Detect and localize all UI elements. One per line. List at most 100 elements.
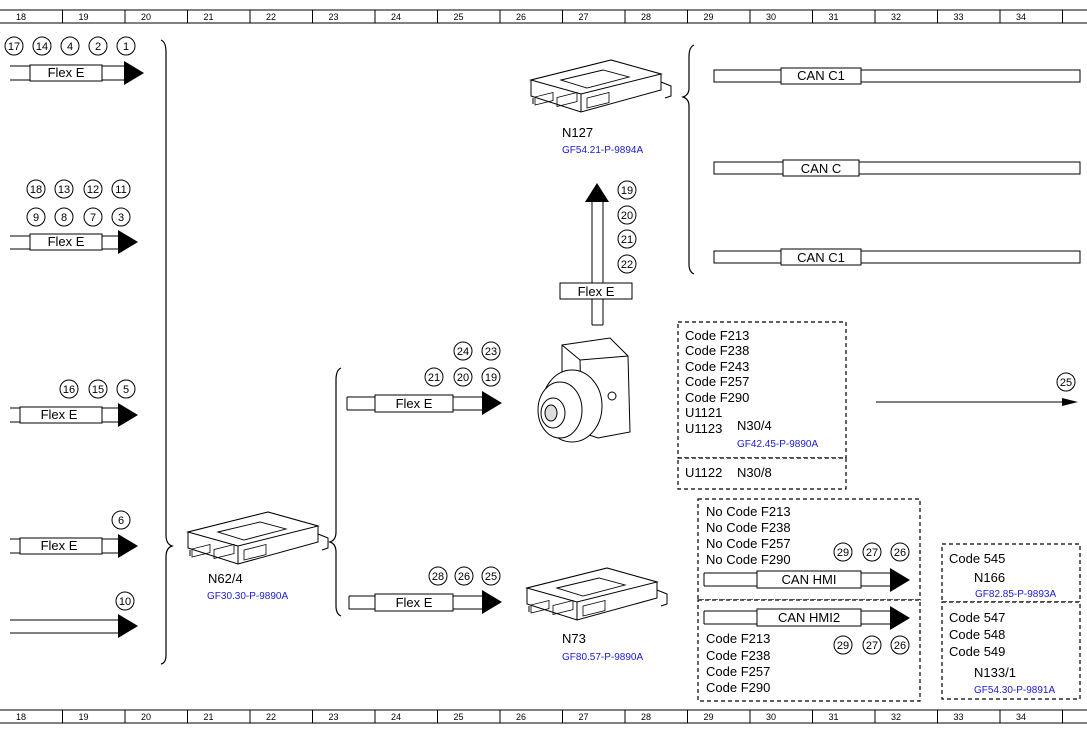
- svg-text:26: 26: [894, 547, 906, 559]
- svg-text:23: 23: [485, 346, 497, 358]
- code-line: Code F238: [685, 343, 749, 358]
- ruler-column-label: 24: [391, 12, 401, 22]
- bus-label: CAN HMI: [782, 572, 837, 587]
- ruler-column-label: 31: [828, 712, 838, 722]
- ruler-column-label: 18: [16, 712, 26, 722]
- code-line: Code F290: [685, 390, 749, 405]
- ruler-column-label: 25: [453, 712, 463, 722]
- pin-circle-25: 25: [1056, 372, 1076, 392]
- code-line: Code F213: [685, 328, 749, 343]
- can-line-3: CAN C1: [713, 248, 1081, 266]
- code-line: No Code F238: [706, 520, 791, 535]
- ruler-column-label: 18: [16, 12, 26, 22]
- pin-circle-21: 21: [617, 229, 637, 249]
- ruler-column-label: 22: [266, 12, 276, 22]
- module-ref-link[interactable]: GF42.45-P-9890A: [737, 439, 818, 450]
- svg-text:20: 20: [457, 372, 469, 384]
- ruler-column-label: 30: [766, 12, 776, 22]
- pin-circle-8: 8: [54, 207, 74, 227]
- pin-circle-27: 27: [862, 542, 882, 562]
- module-n73: N73 GF80.57-P-9890A: [526, 567, 668, 663]
- left-connection-3: 16 15 5 Flex E: [10, 379, 138, 427]
- right-arrow: 25: [876, 372, 1078, 406]
- module-ref-link[interactable]: GF80.57-P-9890A: [562, 652, 643, 663]
- ruler-column-label: 27: [578, 12, 588, 22]
- module-ref-link[interactable]: GF54.21-P-9894A: [562, 145, 643, 156]
- pin-circle-22: 22: [617, 254, 637, 274]
- ruler-column-label: 24: [391, 712, 401, 722]
- bus-label: Flex E: [41, 407, 78, 422]
- pin-circle-20: 20: [617, 205, 637, 225]
- module-name: N166: [974, 570, 1005, 585]
- svg-text:22: 22: [621, 259, 633, 271]
- can-line-2: CAN C: [713, 159, 1081, 177]
- code-line: Code F257: [685, 374, 749, 389]
- code-line: Code F257: [706, 664, 770, 679]
- svg-text:5: 5: [123, 384, 129, 396]
- bus-label: CAN C1: [797, 250, 845, 265]
- right-box-n166: Code 545 N166 GF82.85-P-9893A: [941, 543, 1081, 603]
- module-ref-link[interactable]: GF82.85-P-9893A: [975, 589, 1056, 600]
- hmi-box: No Code F213 No Code F238 No Code F257 N…: [697, 498, 921, 702]
- arrow-head-icon: [118, 534, 138, 558]
- can-line-1: CAN C1: [713, 67, 1081, 85]
- module-name: N127: [562, 125, 593, 140]
- svg-text:21: 21: [428, 372, 440, 384]
- svg-text:4: 4: [67, 41, 73, 53]
- code-line: U1123: [685, 421, 722, 436]
- pin-circle-9: 9: [26, 207, 46, 227]
- camera-codes-box: Code F213 Code F238 Code F243 Code F257 …: [677, 321, 847, 490]
- ruler-column-label: 33: [953, 12, 963, 22]
- svg-text:24: 24: [457, 346, 469, 358]
- camera-unit-icon: [537, 337, 631, 443]
- pin-circle-19: 19: [481, 367, 501, 387]
- ruler-column-label: 21: [203, 712, 213, 722]
- svg-text:6: 6: [118, 515, 124, 527]
- module-name: N62/4: [208, 571, 243, 586]
- ruler-column-label: 33: [953, 712, 963, 722]
- code-line: No Code F257: [706, 536, 791, 551]
- left-connection-5: 10: [10, 591, 138, 638]
- module-name: N30/4: [737, 418, 772, 433]
- pin-circle-4: 4: [60, 36, 80, 56]
- svg-text:16: 16: [63, 384, 75, 396]
- module-ref-link[interactable]: GF54.30-P-9891A: [974, 685, 1055, 696]
- left-connection-4: 6 Flex E: [10, 510, 138, 558]
- ruler-column-label: 31: [828, 12, 838, 22]
- svg-text:10: 10: [119, 596, 131, 608]
- pin-circle-13: 13: [54, 179, 74, 199]
- ruler-column-label: 28: [641, 12, 651, 22]
- left-connection-1: 17 14 4 2 1 Flex E: [4, 36, 144, 85]
- pin-circle-28: 28: [428, 566, 448, 586]
- ruler-column-label: 22: [266, 712, 276, 722]
- svg-text:13: 13: [58, 184, 70, 196]
- ruler-column-label: 29: [703, 12, 713, 22]
- pin-circle-12: 12: [83, 179, 103, 199]
- pin-circle-17: 17: [4, 36, 24, 56]
- module-ref-link[interactable]: GF30.30-P-9890A: [207, 591, 288, 602]
- pin-circle-14: 14: [32, 36, 52, 56]
- svg-text:18: 18: [30, 184, 42, 196]
- svg-text:17: 17: [8, 41, 20, 53]
- module-n62-4: N62/4 GF30.30-P-9890A: [187, 511, 329, 602]
- code-line: Code F290: [706, 680, 770, 695]
- ruler-column-label: 26: [516, 12, 526, 22]
- arrow-head-icon: [890, 606, 910, 630]
- pin-circle-2: 2: [88, 36, 108, 56]
- svg-text:9: 9: [33, 212, 39, 224]
- svg-text:25: 25: [485, 571, 497, 583]
- ruler-column-label: 34: [1016, 12, 1026, 22]
- pin-circle-23: 23: [481, 341, 501, 361]
- code-line: Code 548: [949, 627, 1005, 642]
- svg-text:11: 11: [115, 184, 126, 196]
- code-line: U1122: [685, 465, 722, 480]
- code-line: No Code F213: [706, 504, 791, 519]
- arrow-head-icon: [118, 614, 138, 638]
- bus-label: Flex E: [48, 234, 85, 249]
- ruler-column-label: 23: [328, 12, 338, 22]
- code-line: Code 547: [949, 610, 1005, 625]
- ruler-column-label: 23: [328, 712, 338, 722]
- pin-circle-19: 19: [617, 180, 637, 200]
- ruler-column-label: 21: [203, 12, 213, 22]
